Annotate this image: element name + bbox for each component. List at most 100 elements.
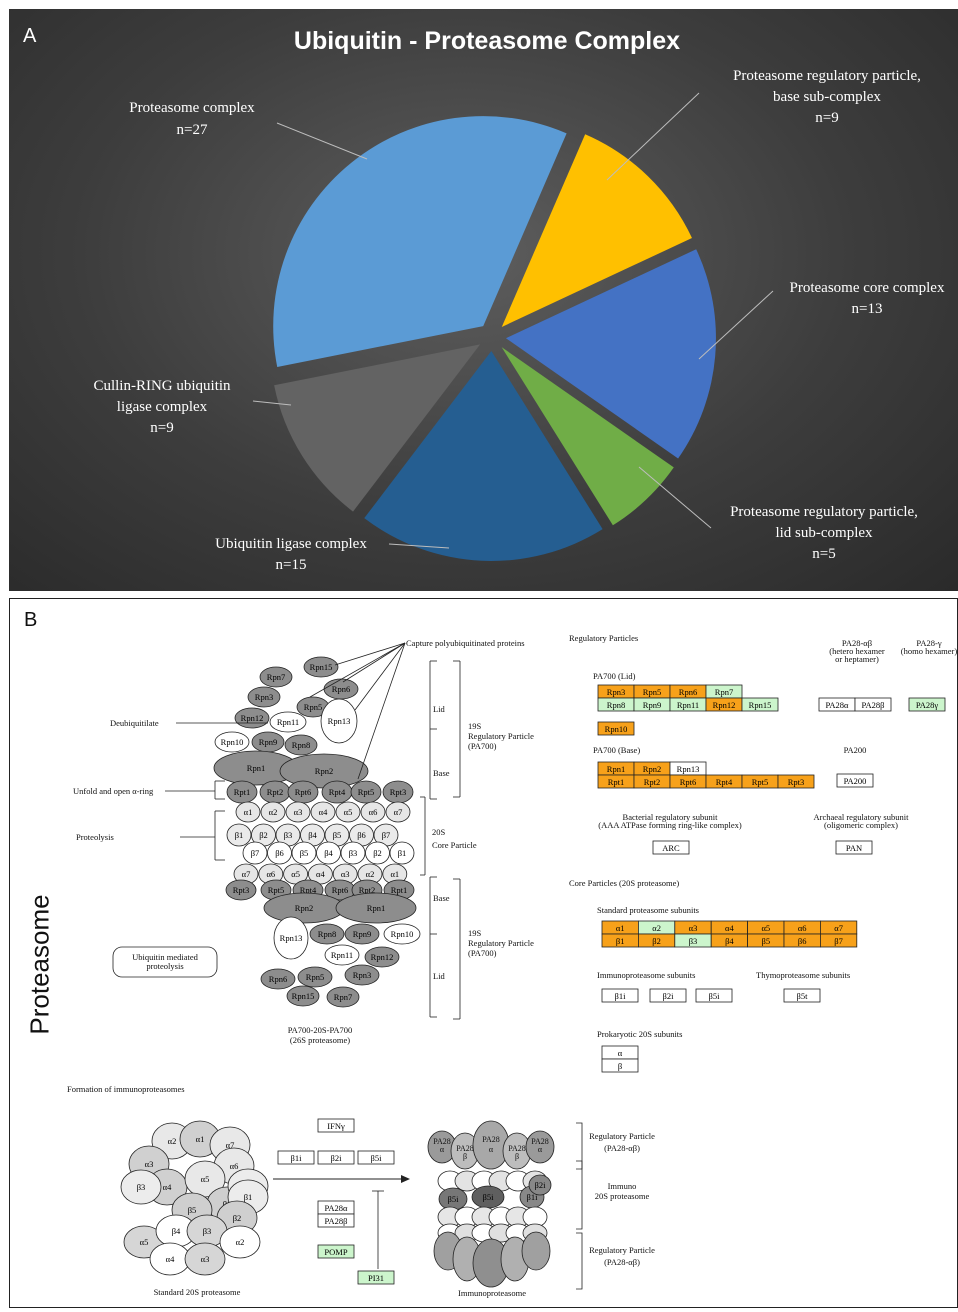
pi31-box <box>357 1270 395 1285</box>
subunit-label: Rpn7 <box>267 672 285 682</box>
lid-gene-box-label: Rpn6 <box>679 687 697 697</box>
lid-gene-box-label: Rpn3 <box>607 687 625 697</box>
subunit-label: Rpt2 <box>267 787 284 797</box>
subunit-ellipse <box>389 841 415 865</box>
subunit-label: Rpn12 <box>371 952 394 962</box>
subunit-label: β3 <box>137 1182 146 1192</box>
rp-19s-text-bottom: (PA700) <box>468 948 497 958</box>
subunit-label: Rpt4 <box>300 885 317 895</box>
base-gene-box <box>777 774 815 789</box>
subunit-ellipse <box>291 841 317 865</box>
side-label: Proteasome <box>24 894 55 1035</box>
subunit-label: Rpt3 <box>233 885 250 895</box>
label-base-n: n=9 <box>815 110 838 126</box>
subunit-label: β5i <box>448 1194 460 1204</box>
leader-line <box>606 92 700 181</box>
subunit-ellipse <box>309 923 345 945</box>
bacterial-heading: Bacterial regulatory subunit <box>623 812 719 822</box>
subunit-label: α4 <box>316 869 325 879</box>
subunit-label: Rpn5 <box>306 972 324 982</box>
standard-gene-box-label: α4 <box>725 923 734 933</box>
lid-gene-box-label: Rpn5 <box>643 687 661 697</box>
subunit-ellipse <box>184 1242 226 1276</box>
subunit-label: α6 <box>230 1161 239 1171</box>
base-gene-box-label: Rpn1 <box>607 764 625 774</box>
label-base-line2: base sub-complex <box>773 89 881 105</box>
immuno-20s-label: 20S proteasome <box>595 1191 650 1201</box>
regulatory-particle-bottom-label: (PA28-αβ) <box>604 1257 640 1267</box>
immuno-heading: Immunoproteasome subunits <box>597 970 695 980</box>
subunit-label: β2i <box>535 1180 547 1190</box>
lid-gene-box-label: Rpn9 <box>643 700 661 710</box>
pa28ab-heading: (hetero hexamer <box>829 646 885 656</box>
standard-gene-box-label: β6 <box>798 936 807 946</box>
subunit-label: α1 <box>196 1134 205 1144</box>
subunit-label: β1 <box>244 1192 253 1202</box>
standard-gene-box-label: α5 <box>761 923 770 933</box>
pa28-cap-label: PA28 <box>482 1135 500 1144</box>
archaeal-heading: (oligomeric complex) <box>824 820 898 830</box>
formation-heading: Formation of immunoproteasomes <box>67 1084 185 1094</box>
subunit-label: Rpn5 <box>304 702 322 712</box>
cp-20s-text: 20S <box>432 827 446 837</box>
subunit-label: α3 <box>201 1254 210 1264</box>
subunit-ellipse <box>260 968 296 990</box>
standard-gene-box-label: α3 <box>689 923 698 933</box>
pa28-cap-label: α <box>538 1145 543 1154</box>
pa28-cap-label: PA28 <box>531 1137 549 1146</box>
subunit-ellipse <box>269 711 307 733</box>
pie-slice <box>364 350 603 561</box>
subunit-label: Rpt4 <box>329 787 346 797</box>
subunit-ellipse <box>242 841 268 865</box>
ubiquitin-mediated-box <box>112 946 218 978</box>
panel-a-letter: A <box>23 25 37 47</box>
pa28-cap-label: β <box>515 1152 519 1161</box>
base-text: Base <box>433 768 450 778</box>
immuno-gene-box-label: β1i <box>615 991 627 1001</box>
standard-gene-box-label: α6 <box>798 923 807 933</box>
immuno-input-box-label: β1i <box>291 1153 303 1163</box>
subunit-label: α5 <box>201 1174 210 1184</box>
subunit-label: Rpt6 <box>332 885 349 895</box>
deubiquitilate-text: Deubiquitilate <box>110 718 159 728</box>
pa200-box <box>836 773 874 788</box>
lid-gene-box-label: Rpn10 <box>605 724 628 734</box>
subunit-label: Rpt2 <box>359 885 376 895</box>
base-text-bottom: Base <box>433 893 450 903</box>
subunit-label: β3 <box>203 1226 212 1236</box>
subunit-label: Rpn2 <box>315 766 333 776</box>
subunit-label: Rpn2 <box>295 903 313 913</box>
lid-gene-box-label: Rpn8 <box>607 700 625 710</box>
pan-box-label: PAN <box>846 843 862 853</box>
prokaryotic-gene-box-label: α <box>618 1048 623 1058</box>
subunit-ellipse <box>344 964 380 986</box>
subunit-label: α4 <box>319 807 328 817</box>
thymo-heading: Thymoproteasome subunits <box>756 970 850 980</box>
leader-line <box>276 122 368 160</box>
pi31-box-label: PI31 <box>368 1273 384 1283</box>
base-gene-box-label: Rpt6 <box>680 777 697 787</box>
pa700-base-heading: PA700 (Base) <box>593 745 640 755</box>
regulatory-particles-heading: Regulatory Particles <box>569 633 638 643</box>
subunit-label: Rpt5 <box>358 787 375 797</box>
subunit-label: β2 <box>233 1213 242 1223</box>
subunit-label: α1 <box>244 807 253 817</box>
immunoproteasome-caption: Immunoproteasome <box>458 1288 526 1298</box>
subunit-label: Rpn1 <box>247 763 265 773</box>
subunit-ellipse <box>383 923 421 945</box>
subunit-label: α6 <box>266 869 275 879</box>
standard-gene-box-label: α1 <box>616 923 625 933</box>
label-ubl-n: n=15 <box>276 557 307 573</box>
label-core-line1: Proteasome core complex <box>790 280 945 296</box>
subunit-ellipse <box>310 801 336 823</box>
subunit-label: α2 <box>366 869 375 879</box>
chart-title: Ubiquitin - Proteasome Complex <box>294 27 680 55</box>
rp-19s-text: Regulatory Particle <box>468 731 534 741</box>
subunit-label: Rpt1 <box>391 885 408 895</box>
subunit-label: β7 <box>382 830 391 840</box>
pa700-lid-heading: PA700 (Lid) <box>593 671 636 681</box>
pa28-gene-box-label: PA28γ <box>916 700 939 710</box>
subunit-label: β4 <box>324 848 333 858</box>
subunit-label: Rpt1 <box>234 787 251 797</box>
arc-box-label: ARC <box>662 843 680 853</box>
